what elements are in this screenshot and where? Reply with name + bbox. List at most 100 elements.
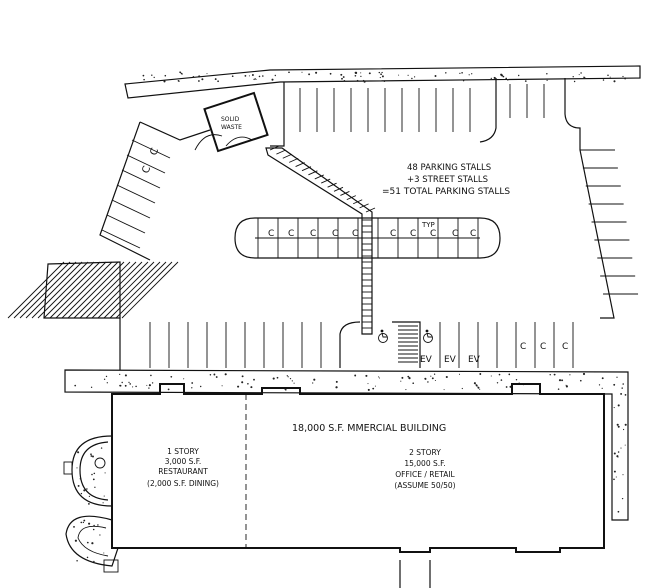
concrete-speck: [103, 378, 106, 380]
concrete-speck: [427, 381, 429, 383]
concrete-speck: [546, 73, 548, 75]
concrete-speck: [153, 76, 155, 79]
concrete-speck: [443, 389, 445, 391]
street-sidewalk: [124, 65, 641, 99]
concrete-speck: [477, 386, 480, 389]
concrete-speck: [284, 388, 287, 391]
concrete-speck: [602, 79, 605, 81]
concrete-speck: [86, 556, 89, 559]
hatch-line: [19, 261, 77, 319]
concrete-speck: [360, 75, 362, 78]
concrete-speck: [271, 78, 274, 81]
hatch-line: [61, 261, 119, 319]
concrete-speck: [500, 74, 504, 77]
concrete-speck: [624, 423, 627, 426]
concrete-speck: [231, 75, 234, 78]
west-angled-parking: C C: [99, 121, 211, 261]
concrete-speck: [616, 376, 618, 378]
concrete-speck: [496, 382, 499, 384]
compact-stall-marker: C: [268, 229, 274, 239]
concrete-speck: [254, 78, 256, 80]
concrete-speck: [83, 519, 86, 522]
patio-area: [63, 435, 119, 573]
concrete-speck: [398, 74, 400, 76]
concrete-speck: [86, 488, 88, 490]
concrete-speck: [255, 78, 257, 80]
concrete-speck: [221, 385, 223, 387]
concrete-speck: [88, 495, 90, 497]
concrete-speck: [86, 541, 89, 544]
concrete-speck: [479, 388, 481, 390]
compact-stall-marker: C: [148, 147, 161, 157]
concrete-speck: [247, 382, 249, 385]
concrete-speck: [105, 375, 108, 378]
concrete-speck: [198, 80, 200, 82]
concrete-speck: [341, 77, 343, 80]
ev-stall-marker: EV: [444, 355, 457, 365]
concrete-speck: [90, 386, 93, 388]
concrete-speck: [515, 378, 518, 381]
concrete-speck: [381, 75, 384, 78]
concrete-speck: [82, 521, 85, 524]
concrete-speck: [561, 379, 564, 382]
concrete-speck: [354, 71, 357, 74]
concrete-speck: [609, 76, 611, 78]
concrete-speck: [468, 74, 470, 76]
concrete-speck: [407, 375, 410, 378]
concrete-speck: [91, 542, 94, 545]
concrete-speck: [607, 74, 609, 76]
concrete-speck: [424, 377, 427, 380]
concrete-speck: [124, 384, 127, 387]
concrete-speck: [367, 388, 370, 391]
concrete-speck: [378, 71, 381, 74]
concrete-speck: [178, 80, 180, 82]
concrete-speck: [192, 76, 195, 78]
concrete-speck: [167, 388, 170, 391]
concrete-speck: [77, 451, 80, 454]
concrete-speck: [579, 379, 582, 382]
concrete-speck: [549, 374, 551, 376]
concrete-speck: [119, 373, 121, 376]
concrete-speck: [248, 75, 250, 77]
concrete-speck: [213, 373, 216, 376]
concrete-speck: [473, 382, 476, 385]
compact-stall-marker: C: [140, 165, 153, 175]
trash-enclosure-label: SOLID: [221, 116, 240, 123]
concrete-speck: [93, 472, 96, 475]
walkway-hatch-line: [301, 166, 312, 172]
concrete-speck: [462, 80, 465, 82]
concrete-speck: [616, 423, 619, 426]
commercial-building: 18,000 S.F. MMERCIAL BUILDING 1 STORY 3,…: [111, 383, 605, 553]
concrete-speck: [565, 385, 568, 388]
concrete-speck: [253, 78, 255, 81]
concrete-speck: [565, 384, 567, 386]
concrete-speck: [601, 377, 604, 380]
concrete-speck: [99, 534, 101, 536]
concrete-speck: [368, 72, 371, 75]
concrete-speck: [151, 74, 153, 76]
walkway-hatch-line: [314, 174, 324, 180]
concrete-speck: [151, 382, 154, 384]
compact-stall-marker: C: [520, 342, 526, 352]
concrete-speck: [135, 385, 137, 388]
concrete-speck: [434, 75, 437, 77]
concrete-speck: [340, 73, 343, 76]
hatch-line: [109, 261, 167, 319]
concrete-speck: [505, 77, 508, 80]
restaurant-line-2: 3,000 S.F.: [165, 457, 202, 466]
concrete-speck: [582, 372, 586, 376]
concrete-speck: [143, 78, 145, 81]
concrete-speck: [92, 478, 95, 481]
concrete-speck: [343, 80, 346, 82]
hatch-line: [31, 261, 89, 319]
concrete-speck: [191, 382, 194, 384]
concrete-speck: [74, 539, 77, 542]
concrete-speck: [411, 77, 413, 80]
concrete-speck: [459, 72, 461, 75]
concrete-speck: [313, 378, 316, 381]
compact-stall-marker: C: [452, 229, 458, 239]
parking-summary-line-3: =51 TOTAL PARKING STALLS: [382, 187, 510, 197]
concrete-speck: [91, 473, 93, 476]
